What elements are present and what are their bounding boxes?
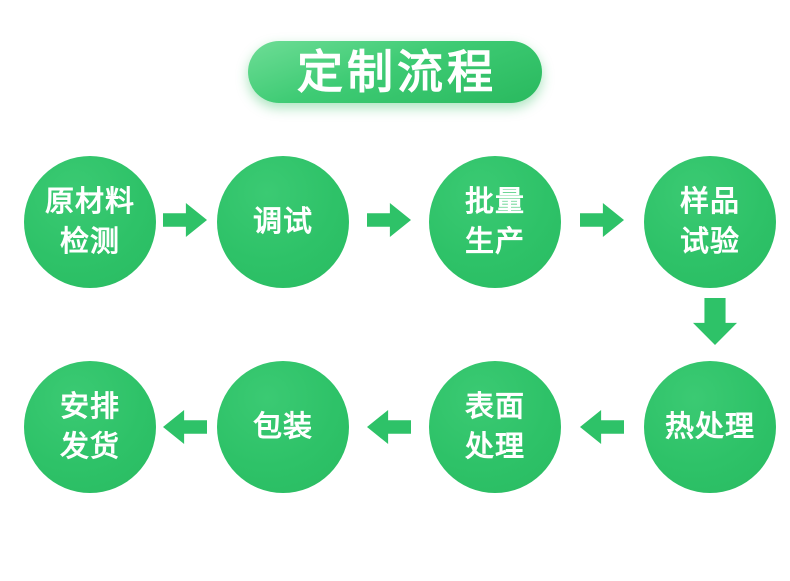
step-label: 包装 [252,411,313,443]
step-label: 表面 处理 [464,391,525,463]
step-label: 热处理 [664,411,755,443]
step-label: 批量 生产 [464,186,525,258]
step-circle-arrange-shipping: 安排 发货 [24,361,156,493]
arrow-left-icon [580,410,624,444]
step-circle-heat-treatment: 热处理 [644,361,776,493]
step-label: 安排 发货 [59,391,120,463]
page-title: 定制流程 [297,46,497,98]
arrow-right-icon [367,203,411,237]
arrow-left-icon [367,410,411,444]
arrow-left-icon [163,410,207,444]
step-circle-mass-production: 批量 生产 [429,156,561,288]
step-label: 调试 [252,206,313,238]
step-circle-tuning: 调试 [217,156,349,288]
step-circle-packaging: 包装 [217,361,349,493]
step-label: 样品 试验 [679,186,740,258]
step-circle-surface-treatment: 表面 处理 [429,361,561,493]
arrow-right-icon [580,203,624,237]
arrow-down-icon [693,298,737,345]
step-circle-sample-testing: 样品 试验 [644,156,776,288]
step-circle-raw-material-testing: 原材料 检测 [24,156,156,288]
step-label: 原材料 检测 [44,186,135,258]
process-title-banner: 定制流程 [248,41,542,103]
arrow-right-icon [163,203,207,237]
